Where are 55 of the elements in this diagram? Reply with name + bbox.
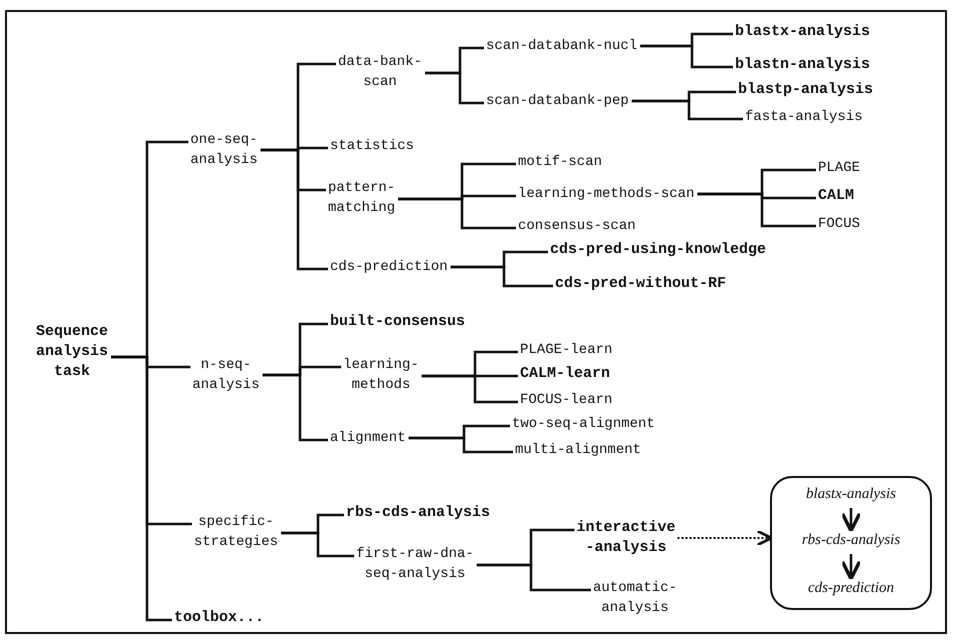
task-label: FOCUS-learn (520, 390, 660, 410)
task-label: scan-databank-pep (486, 91, 676, 111)
tree-connector (422, 374, 518, 404)
task-label: automatic- analysis (570, 578, 700, 620)
task-label: n-seq- analysis (176, 355, 276, 395)
task-label: data-bank- scan (326, 52, 434, 94)
tree-connector (476, 564, 591, 592)
task-label: interactive -analysis (570, 518, 682, 560)
tree-connector (450, 266, 553, 288)
tree-connector (398, 198, 516, 230)
arrow (840, 554, 862, 580)
tree-connector (281, 532, 354, 558)
step-label: blastx-analysis (780, 484, 922, 506)
task-label: cds-prediction (330, 257, 460, 277)
task-label: PLAGE (818, 158, 888, 178)
arrow (840, 508, 862, 532)
task-label: learning- methods (326, 355, 436, 397)
task-label: statistics (330, 136, 440, 156)
task-label: motif-scan (518, 152, 668, 172)
step-label: rbs-cds-analysis (780, 530, 922, 552)
tree-connector (425, 72, 484, 104)
tree-connector (408, 436, 513, 454)
tree-connector (111, 356, 172, 622)
task-label: rbs-cds-analysis (346, 503, 546, 523)
tree-connector (632, 100, 743, 120)
task-label: scan-databank-nucl (486, 36, 676, 56)
task-label: learning-methods-scan (518, 184, 743, 204)
task-label: toolbox... (174, 608, 314, 628)
task-label: alignment (330, 428, 440, 448)
task-label: built-consensus (330, 312, 520, 332)
task-label: blastp-analysis (738, 80, 950, 100)
task-label: first-raw-dna- seq-analysis (340, 544, 490, 586)
rounded-box (770, 476, 932, 610)
task-label: specific- strategies (176, 512, 296, 554)
tree-connector (260, 148, 328, 270)
task-label: blastx-analysis (735, 22, 950, 42)
task-label: cds-pred-using-knowledge (550, 240, 820, 260)
task-label: Sequence analysis task (16, 322, 128, 392)
task-label: PLAGE-learn (520, 340, 660, 360)
task-label: FOCUS (818, 214, 888, 234)
task-label: blastn-analysis (735, 55, 950, 75)
task-label: fasta-analysis (745, 107, 905, 127)
task-label: multi-alignment (515, 440, 675, 460)
task-label: one-seq- analysis (176, 130, 272, 170)
task-label: pattern- matching (328, 178, 428, 220)
task-label: cds-pred-without-RF (555, 274, 815, 294)
tree-connector (640, 44, 733, 68)
arrow (678, 530, 773, 546)
task-label: two-seq-alignment (512, 414, 692, 434)
step-label: cds-prediction (780, 578, 922, 600)
task-label: consensus-scan (518, 216, 698, 236)
task-label: CALM-learn (520, 364, 660, 384)
tree-connector (262, 374, 328, 442)
tree-connector (697, 192, 816, 228)
task-label: CALM (818, 186, 878, 206)
